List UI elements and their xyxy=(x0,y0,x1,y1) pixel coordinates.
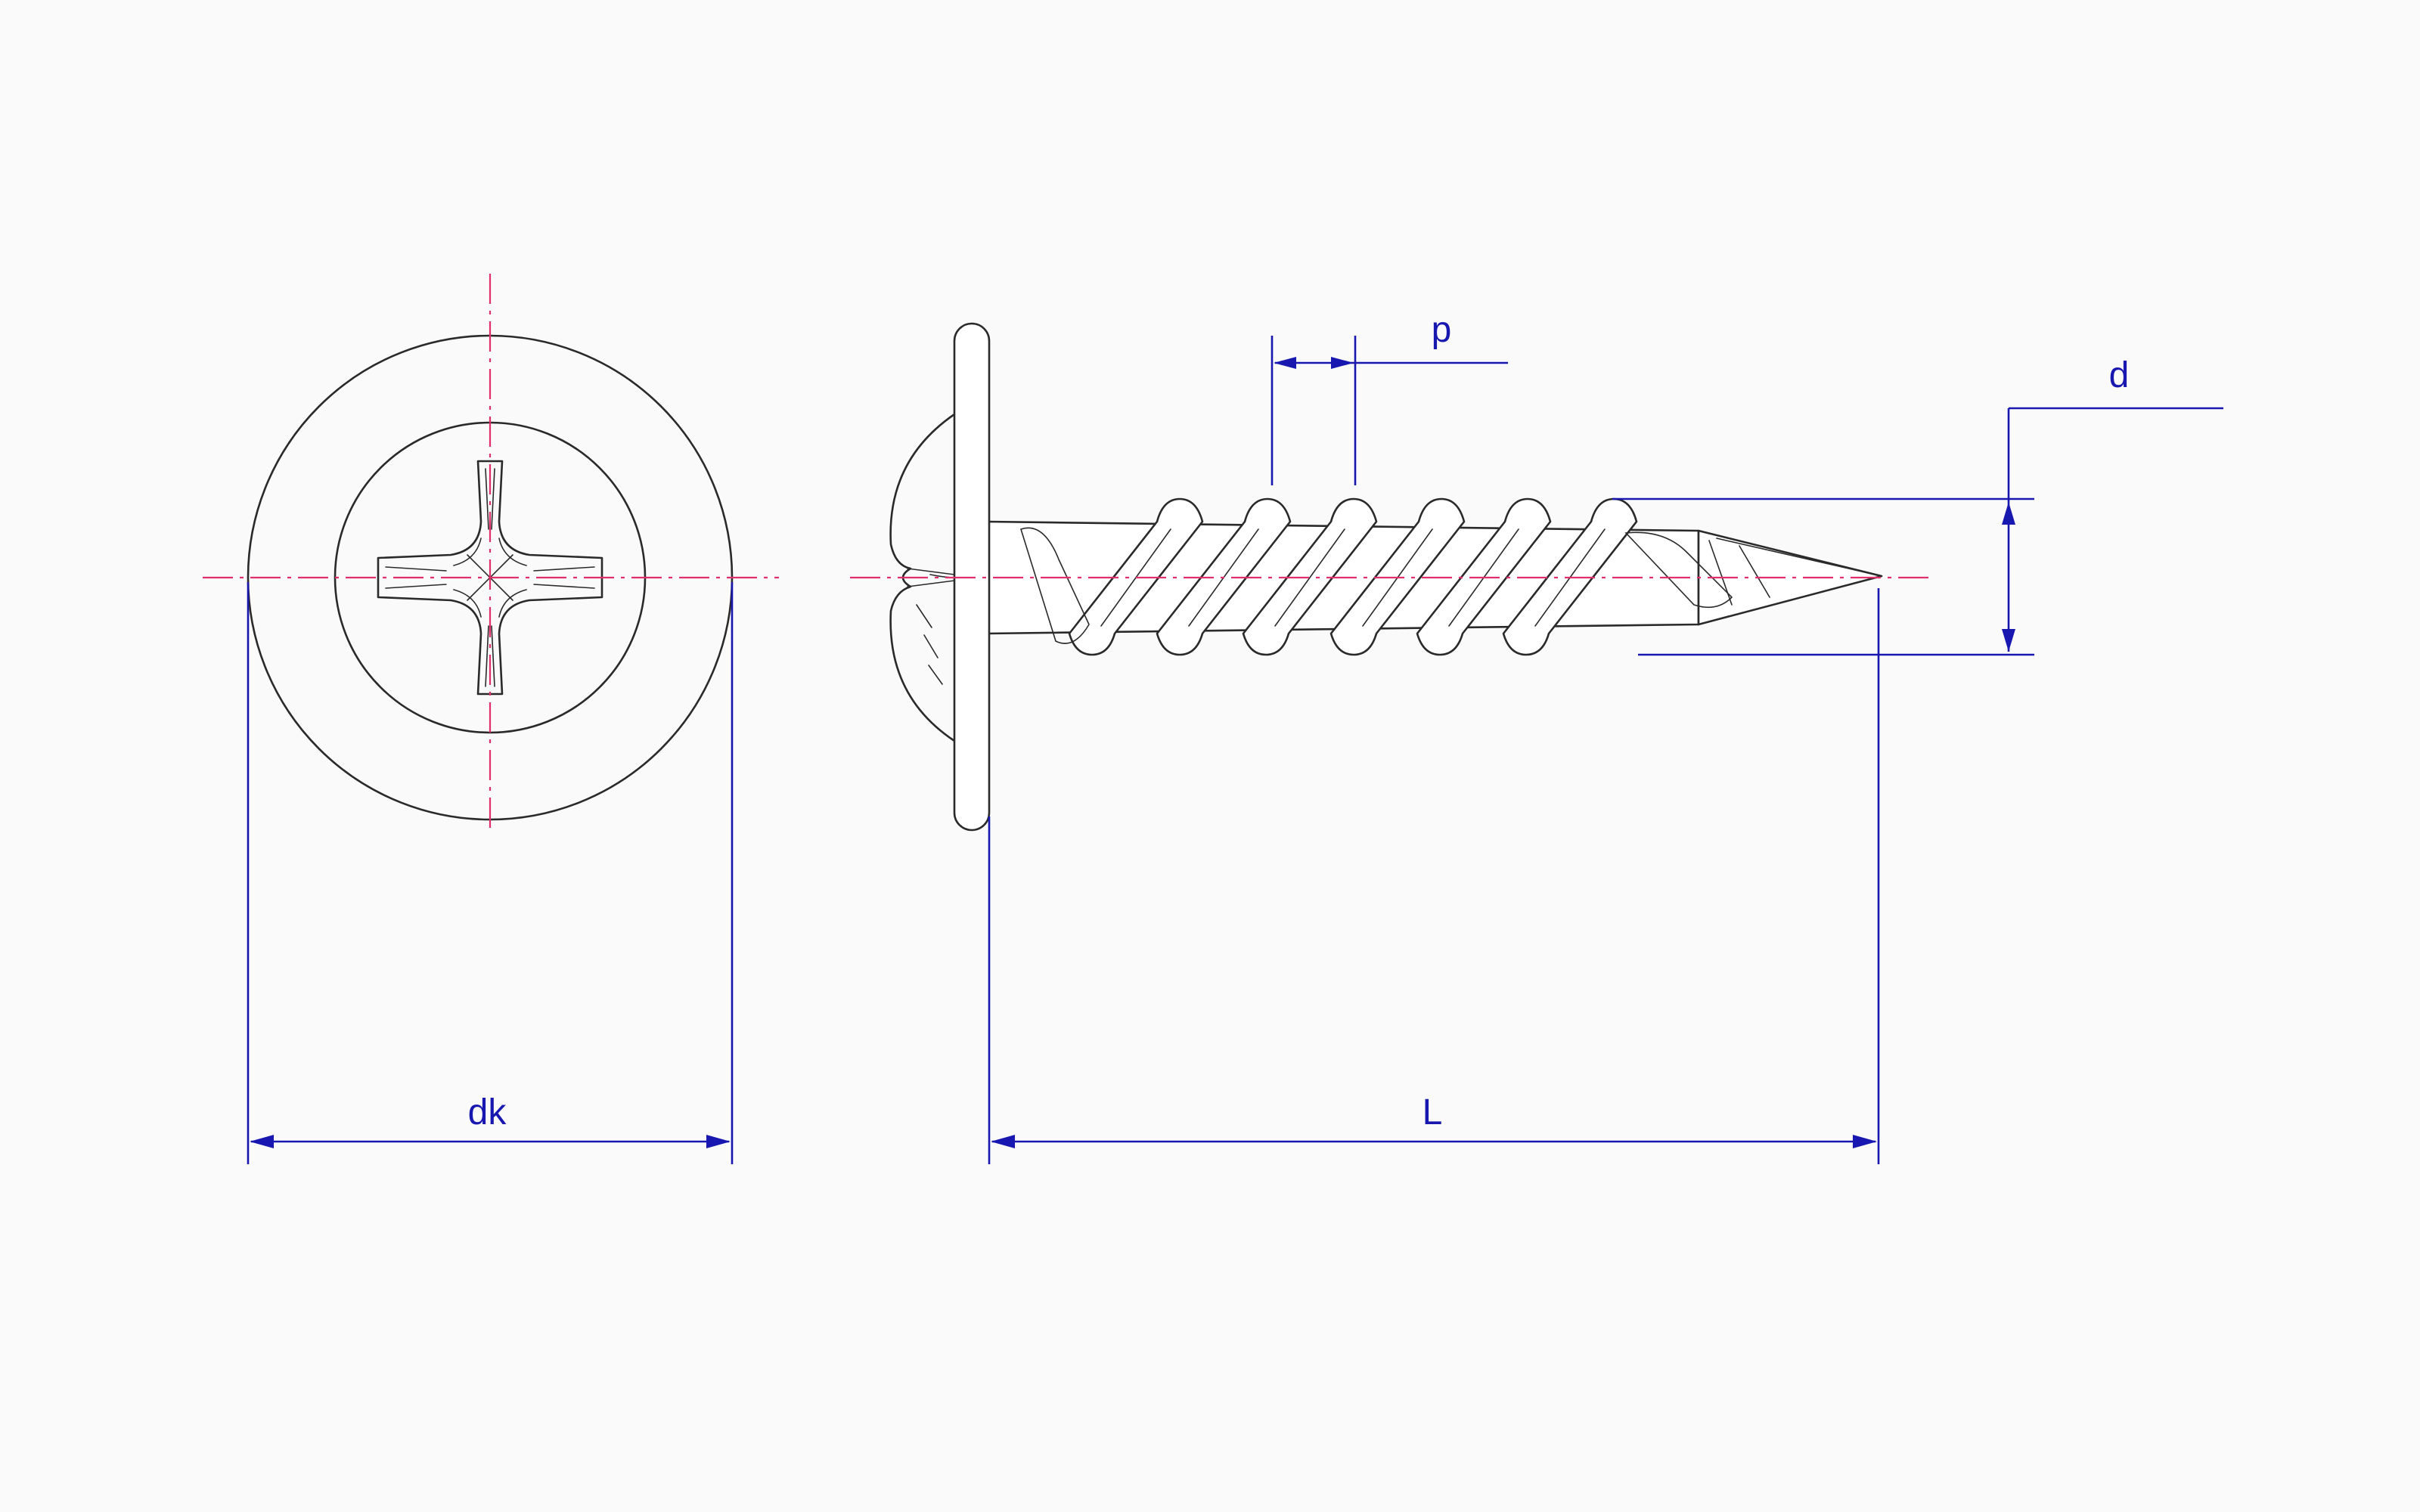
pitch-arrow-left xyxy=(1274,357,1296,369)
dimension-thread-diameter: d xyxy=(1612,355,2223,656)
head-top-view xyxy=(203,274,779,832)
dimension-pitch: p xyxy=(1270,310,1508,485)
dk-arrow-left xyxy=(250,1135,274,1148)
dk-label: dk xyxy=(468,1092,507,1132)
d-arrow-bottom xyxy=(2002,629,2015,652)
length-arrow-left xyxy=(991,1135,1015,1148)
screw-side-view xyxy=(850,322,1928,832)
d-label: d xyxy=(2109,355,2130,395)
pitch-arrow-right xyxy=(1331,357,1354,369)
pitch-label: p xyxy=(1432,310,1452,350)
thread-runout xyxy=(1020,527,1090,644)
dk-arrow-right xyxy=(706,1135,731,1148)
length-label: L xyxy=(1423,1092,1443,1132)
dimension-length: L xyxy=(988,588,1880,1164)
thread-runout xyxy=(1624,531,1733,609)
phillips-recess-icon xyxy=(377,460,603,696)
dimension-head-diameter: dk xyxy=(247,582,734,1164)
thread-flank-line xyxy=(1274,528,1345,627)
head-dome-hatch xyxy=(916,604,943,685)
length-arrow-right xyxy=(1853,1135,1877,1148)
d-arrow-top xyxy=(2002,502,2015,525)
